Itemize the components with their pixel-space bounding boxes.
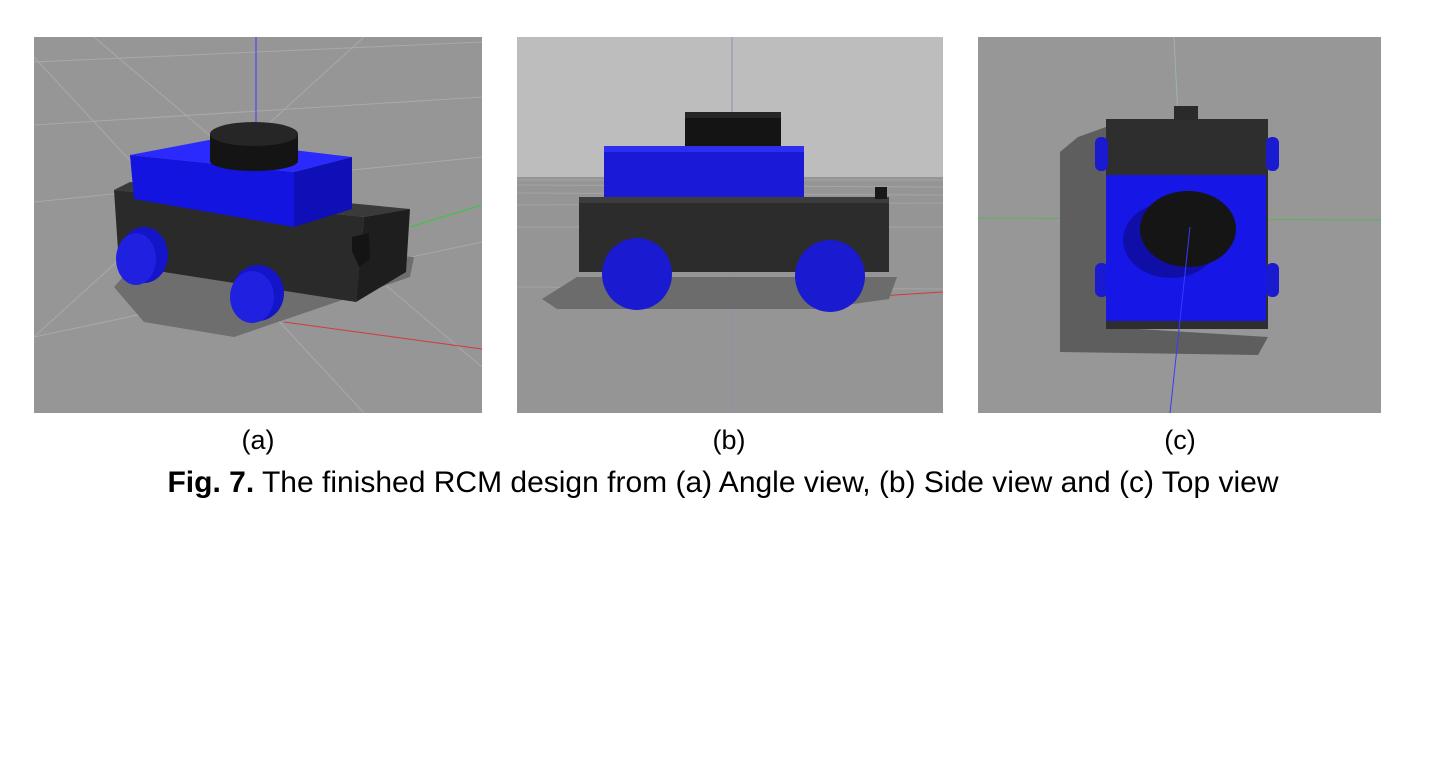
panel-label-c: (c) — [1164, 425, 1196, 455]
side-view-image — [517, 37, 943, 413]
angle-view-image — [34, 37, 482, 413]
figure-caption: Fig. 7. The finished RCM design from (a)… — [0, 463, 1446, 503]
render-angle-view — [34, 37, 482, 413]
panel-label-b: (b) — [712, 425, 746, 455]
render-side-view — [517, 37, 943, 413]
figure-number: Fig. 7. — [167, 466, 255, 499]
render-top-view — [978, 37, 1381, 413]
panel-label-a: (a) — [241, 425, 275, 455]
figure-caption-text: The finished RCM design from (a) Angle v… — [254, 466, 1279, 499]
top-view-image — [978, 37, 1381, 413]
